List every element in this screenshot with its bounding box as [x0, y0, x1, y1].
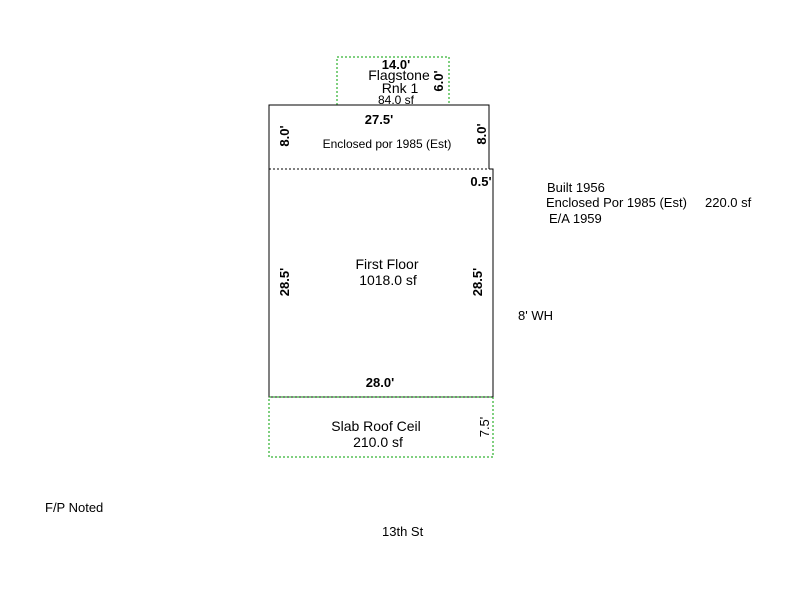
enclosed-porch-right-dimension: 8.0' — [474, 123, 489, 144]
first-floor-left-dimension: 28.5' — [277, 268, 292, 296]
enclosed-porch-width-dimension: 27.5' — [365, 112, 393, 127]
first-floor-bottom-dimension: 28.0' — [366, 375, 394, 390]
slab-roof-area: 210.0 sf — [353, 434, 403, 450]
enclosed-porch-outline — [268, 104, 490, 169]
first-floor-offset-dimension: 0.5' — [470, 174, 491, 189]
enclosed-porch-area-note: 220.0 sf — [705, 195, 752, 210]
flagstone-area: 84.0 sf — [378, 93, 415, 107]
enclosed-porch-name: Enclosed por 1985 (Est) — [323, 137, 452, 151]
slab-roof-outline — [268, 396, 494, 458]
enclosed-porch-note: Enclosed Por 1985 (Est) — [546, 195, 687, 210]
fp-noted-note: F/P Noted — [45, 500, 103, 515]
slab-roof-depth-dimension: 7.5' — [477, 417, 492, 438]
street-label: 13th St — [382, 524, 424, 539]
flagstone-depth-dimension: 6.0' — [431, 70, 446, 91]
slab-roof-name: Slab Roof Ceil — [331, 418, 421, 434]
flagstone-name: Flagstone — [368, 67, 430, 83]
water-heater-note: 8' WH — [518, 308, 553, 323]
effective-age-note: E/A 1959 — [549, 211, 602, 226]
first-floor-right-dimension: 28.5' — [470, 268, 485, 296]
built-year-note: Built 1956 — [547, 180, 605, 195]
first-floor-name: First Floor — [356, 256, 419, 272]
enclosed-porch-left-dimension: 8.0' — [277, 125, 292, 146]
flagstone-width-dimension: 14.0' — [382, 57, 410, 72]
first-floor-area: 1018.0 sf — [359, 272, 417, 288]
flagstone-rank: Rnk 1 — [382, 80, 419, 96]
